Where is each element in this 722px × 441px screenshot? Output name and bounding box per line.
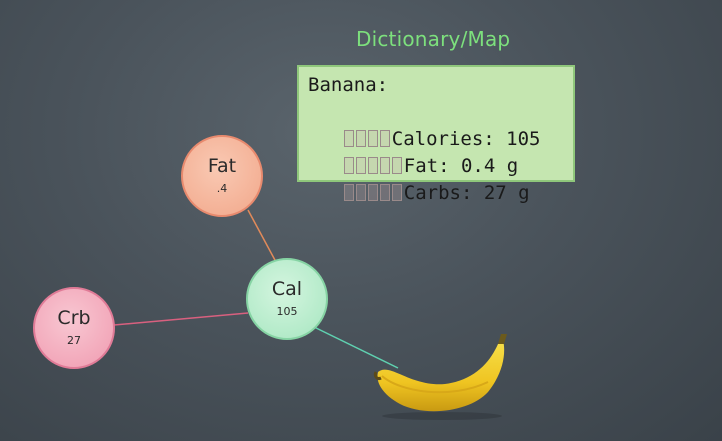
missing-glyph-icons [343,128,392,155]
card-row-text: Carbs: 27 g [403,182,530,204]
node-label: Cal [271,278,303,300]
card-header: Banana: [308,74,389,96]
card-row-text: Calories: 105 [391,128,541,150]
card-row-carbs: Carbs: 27 g [298,153,573,204]
link-crb-cal [113,312,249,326]
node-value: 105 [276,305,298,318]
link-fat-cal [247,209,277,263]
missing-glyph-icons [343,182,404,209]
card-row-fat: Fat: 0.4 g [298,126,573,177]
banana-image [373,334,507,420]
node-fat: Fat .4 [181,135,263,217]
node-value: 27 [67,334,81,347]
card-row-calories: Calories: 105 [298,99,573,150]
node-label: Crb [57,307,91,329]
node-cal: Cal 105 [246,258,328,340]
node-value: .4 [216,182,228,195]
card-row-text: Fat: 0.4 g [403,155,519,177]
node-crb: Crb 27 [33,287,115,369]
slide-title: Dictionary/Map [356,27,511,51]
link-cal-banana [311,325,399,369]
missing-glyph-icons [343,155,404,182]
node-label: Fat [207,155,237,177]
dictionary-card: Banana: Calories: 105 Fat: 0.4 g Carbs: … [297,65,575,204]
